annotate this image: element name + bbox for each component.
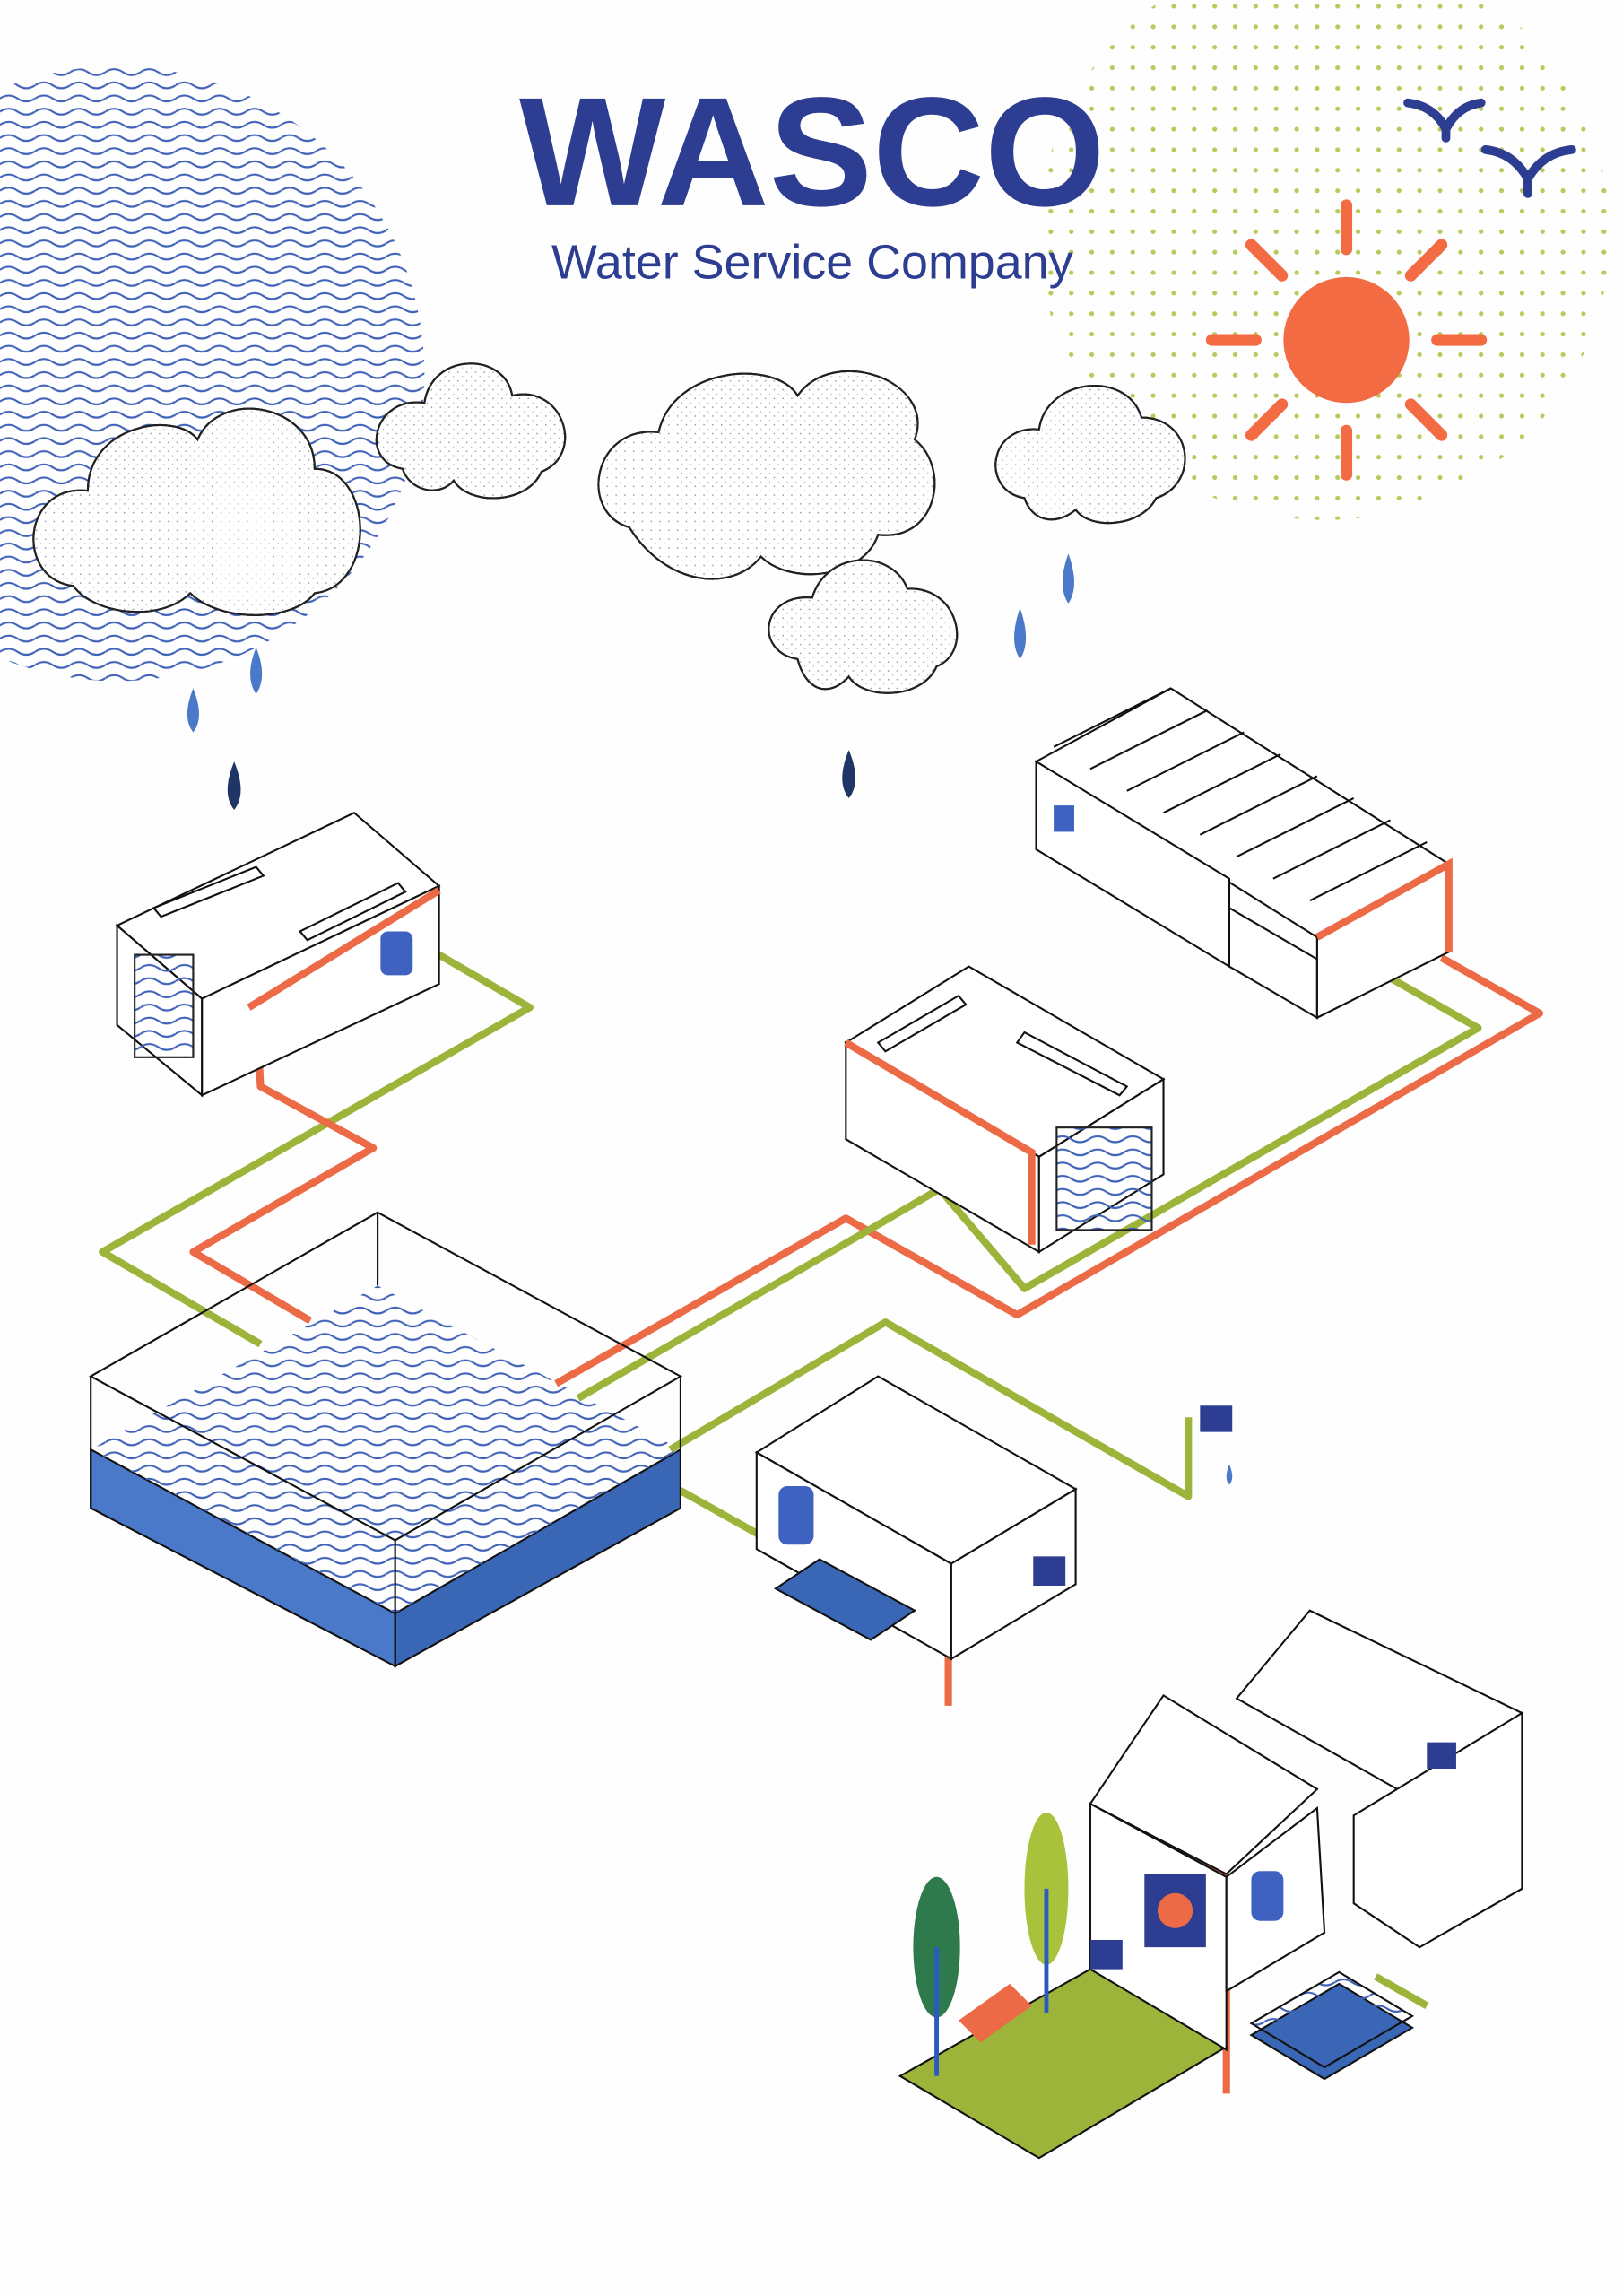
cloud-icon (597, 370, 936, 580)
raindrop-icon (187, 688, 199, 733)
raindrop-icon (250, 647, 263, 695)
factory-building (1034, 687, 1453, 1020)
toilet-icon (380, 931, 413, 976)
raindrop-icon (842, 750, 855, 798)
raindrop-icon (227, 761, 241, 810)
brand-tagline: Water Service Company (551, 236, 1073, 290)
green-pipe (665, 1480, 766, 1541)
standalone-tap (1200, 1405, 1233, 1485)
green-pipe (99, 952, 534, 1348)
toilet-icon (778, 1486, 814, 1545)
bench-icon (959, 1983, 1032, 2043)
school-building (844, 965, 1166, 1254)
cloud-icon (32, 407, 361, 616)
tap-icon (1200, 1405, 1233, 1432)
tap-icon (1054, 805, 1074, 832)
green-pipe (668, 1318, 1193, 1500)
cloud-icon (768, 559, 959, 694)
tap-icon (1033, 1556, 1066, 1586)
orange-pipe (554, 954, 1544, 1387)
wave-pattern-circle (0, 65, 425, 682)
brand-title: WASCO (519, 65, 1106, 239)
bird-icon (1480, 145, 1576, 198)
green-pipe (1374, 1973, 1429, 2009)
toilet-icon (1251, 1871, 1284, 1921)
cloud-icon (994, 385, 1186, 525)
raindrop-icon (1226, 1464, 1233, 1485)
raindrop-icon (1014, 607, 1027, 659)
store-building (754, 1375, 1078, 1661)
tap-icon (1089, 1939, 1123, 1970)
reservoir (89, 1211, 683, 1668)
raindrop-icon (1062, 553, 1074, 604)
green-pipe (576, 970, 1482, 1402)
sun-icon (1205, 199, 1488, 481)
tap-icon (1427, 1742, 1456, 1770)
cloud-icon (375, 362, 567, 500)
office-building (115, 811, 441, 1098)
bird-icon (1403, 98, 1486, 143)
house (898, 1609, 1524, 2160)
